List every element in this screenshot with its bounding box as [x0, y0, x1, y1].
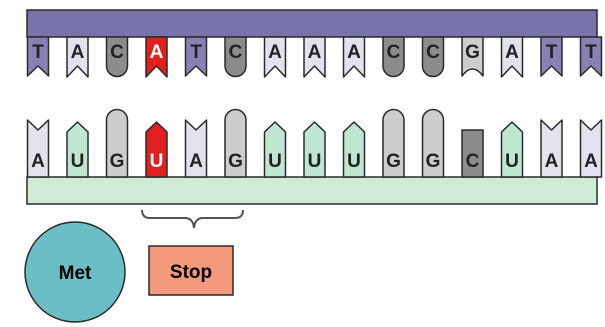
mrna_strand-base-label-3: U — [150, 151, 164, 172]
mrna_strand-base-label-10: G — [426, 151, 441, 172]
mrna_strand-base-9 — [382, 108, 405, 178]
mrna_strand-base-label-6: U — [268, 151, 282, 172]
mrna_strand-base-2 — [105, 108, 129, 178]
mrna_strand-base-label-1: U — [71, 151, 85, 172]
mrna_strand-base-3 — [145, 121, 168, 178]
dna_strand-base-3 — [145, 36, 168, 78]
met-label: Met — [59, 263, 92, 284]
dna_strand-base-1 — [66, 36, 89, 78]
dna_strand-base-label-14: T — [585, 42, 597, 63]
mrna_strand-base-8 — [342, 121, 366, 178]
mrna_strand-base-label-2: G — [110, 151, 125, 172]
mrna_strand-base-14 — [579, 119, 603, 178]
mrna_strand-base-label-8: U — [347, 151, 361, 172]
mrna_strand-base-label-13: A — [545, 151, 559, 172]
dna_strand-base-label-0: T — [32, 42, 44, 63]
mrna_strand-base-label-5: G — [228, 151, 243, 172]
dna_strand-base-5 — [224, 36, 247, 78]
dna_strand-base-8 — [342, 36, 366, 78]
mrna_strand-base-label-0: A — [31, 151, 45, 172]
met-amino-acid-circle — [24, 221, 126, 323]
dna_strand-base-label-9: C — [387, 42, 401, 63]
mrna_strand-base-10 — [421, 108, 445, 178]
mrna-backbone — [26, 176, 598, 205]
dna_strand-base-13 — [540, 36, 563, 77]
dna_strand-base-7 — [303, 36, 326, 78]
dna_strand-base-label-4: T — [190, 42, 202, 63]
dna_strand-base-2 — [105, 36, 129, 78]
mrna_strand-base-4 — [184, 119, 208, 178]
dna_strand-base-9 — [382, 36, 405, 78]
mrna_strand-base-1 — [66, 121, 89, 178]
stop-codon-bracket — [141, 209, 244, 229]
mrna_strand-base-label-11: C — [466, 151, 480, 172]
mrna_strand-base-7 — [303, 121, 326, 178]
mrna_strand-base-5 — [224, 108, 247, 178]
dna_strand-base-label-12: A — [505, 42, 519, 63]
dna_strand-base-label-2: C — [110, 42, 124, 63]
mrna_strand-base-12 — [500, 121, 524, 178]
dna_strand-base-label-13: T — [546, 42, 558, 63]
mrna_strand-base-label-12: U — [505, 151, 519, 172]
dna_strand-base-4 — [184, 36, 208, 77]
dna-backbone — [26, 9, 598, 38]
dna_strand-base-label-6: A — [268, 42, 282, 63]
mrna_strand-base-11 — [461, 129, 484, 178]
dna_strand-base-label-1: A — [71, 42, 85, 63]
dna_strand-base-label-10: C — [426, 42, 440, 63]
dna_strand-base-label-11: G — [465, 42, 480, 63]
dna_strand-base-11 — [461, 36, 484, 77]
dna_strand-base-10 — [421, 36, 445, 78]
dna_strand-base-12 — [500, 36, 524, 78]
stop-codon-box — [148, 245, 234, 296]
mrna_strand-base-0 — [26, 119, 50, 178]
dna_strand-base-label-8: A — [347, 42, 361, 63]
mrna_strand-base-6 — [263, 121, 287, 178]
dna_strand-base-0 — [26, 36, 50, 77]
dna_strand-base-label-7: A — [308, 42, 322, 63]
dna_strand-base-label-3: A — [150, 42, 164, 63]
dna_strand-base-14 — [579, 36, 603, 77]
dna_strand-base-6 — [263, 36, 287, 78]
mrna_strand-base-13 — [540, 119, 563, 178]
mrna_strand-base-label-9: G — [386, 151, 401, 172]
stop-label: Stop — [170, 262, 212, 283]
mrna_strand-base-label-14: A — [584, 151, 598, 172]
mrna_strand-base-label-4: A — [189, 151, 203, 172]
mrna_strand-base-label-7: U — [308, 151, 322, 172]
dna_strand-base-label-5: C — [229, 42, 243, 63]
